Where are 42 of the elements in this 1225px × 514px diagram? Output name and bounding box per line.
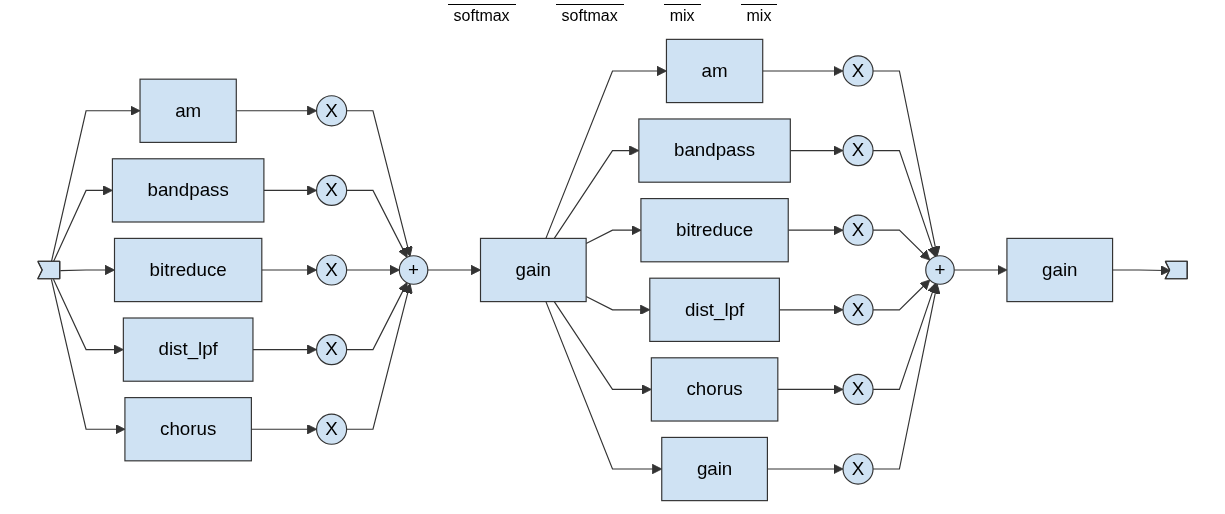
node-box: am (139, 78, 237, 143)
node-circle: X (316, 254, 348, 286)
arrow (762, 65, 844, 77)
node-box: gain (661, 436, 768, 502)
node-box: bitreduce (113, 237, 263, 303)
node-circle: X (316, 413, 348, 445)
arrow (346, 264, 400, 276)
node-box: bandpass (638, 118, 791, 183)
node-circle: X (842, 55, 874, 87)
node-circle: + (925, 255, 955, 285)
arrow (427, 264, 481, 276)
node-circle: X (842, 373, 874, 406)
arrow (777, 384, 844, 395)
node-box: gain (479, 237, 587, 303)
arrow (346, 282, 408, 351)
node-circle: X (316, 334, 348, 366)
arrow (59, 264, 115, 276)
node-box: bandpass (111, 158, 265, 223)
group-label: mix (663, 3, 701, 27)
node-circle: X (842, 214, 874, 246)
node-box: am (665, 38, 764, 104)
node-circle: X (842, 134, 874, 167)
node-circle: + (398, 255, 429, 285)
node-circle: X (316, 174, 348, 206)
node-box: dist_lpf (649, 277, 780, 342)
arrow (346, 110, 413, 257)
node-circle: X (316, 95, 348, 127)
group-label: mix (740, 3, 778, 27)
arrow (346, 189, 408, 258)
node-box: bitreduce (640, 198, 789, 263)
node-circle: X (842, 294, 874, 326)
arrow (346, 283, 413, 430)
node-box: chorus (650, 357, 779, 422)
group-label: softmax (447, 3, 516, 27)
node-circle: X (842, 453, 874, 485)
group-label: softmax (555, 3, 624, 27)
node-box: gain (1006, 237, 1114, 303)
node-box: chorus (124, 397, 252, 462)
arrow (553, 301, 652, 395)
node-box: dist_lpf (122, 317, 254, 382)
arrow (545, 65, 667, 239)
arrow (52, 278, 124, 355)
